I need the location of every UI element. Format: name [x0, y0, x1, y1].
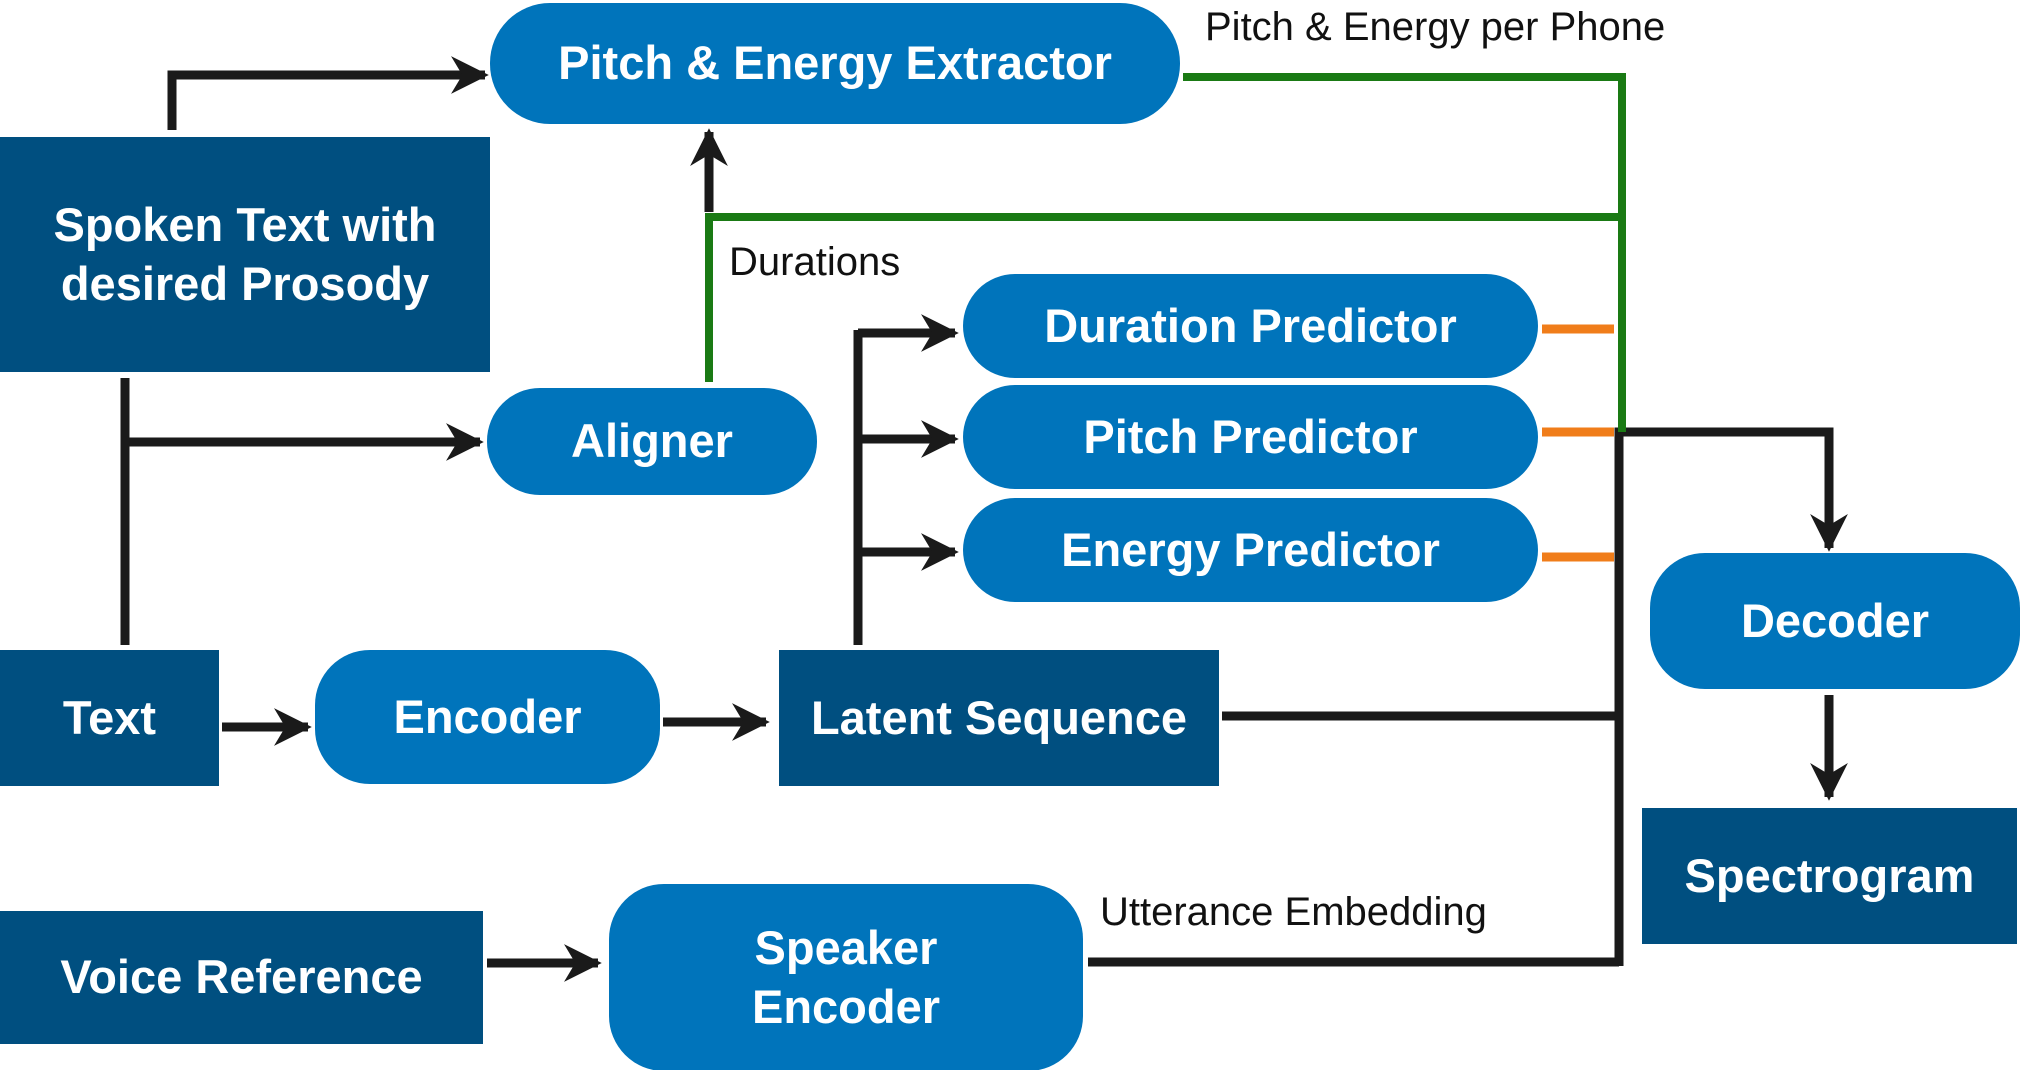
green-line-pitch-energy: [1183, 73, 1626, 432]
spoken-text-box: Spoken Text with desired Prosody: [0, 137, 490, 372]
spectrogram-box: Spectrogram: [1642, 808, 2017, 944]
duration-predictor-box: Duration Predictor: [963, 274, 1538, 378]
energy-predictor-box: Energy Predictor: [963, 498, 1538, 602]
speaker-encoder-box: Speaker Encoder: [609, 884, 1083, 1070]
latent-sequence-box: Latent Sequence: [779, 650, 1219, 786]
encoder-box: Encoder: [315, 650, 660, 784]
pitch-predictor-box: Pitch Predictor: [963, 385, 1538, 489]
utterance-embedding-label: Utterance Embedding: [1100, 890, 1487, 934]
pitch-energy-per-phone-label: Pitch & Energy per Phone: [1205, 5, 1666, 49]
green-line-durations: [705, 213, 1622, 382]
text-box: Text: [0, 650, 219, 786]
voice-reference-box: Voice Reference: [0, 911, 483, 1044]
line-bus-vertical: [1614, 427, 1848, 966]
pitch-energy-extractor-box: Pitch & Energy Extractor: [490, 3, 1180, 124]
aligner-box: Aligner: [487, 388, 817, 495]
decoder-box: Decoder: [1650, 553, 2020, 689]
durations-label: Durations: [729, 240, 901, 284]
arrow-spoken-to-extractor: [167, 56, 489, 130]
